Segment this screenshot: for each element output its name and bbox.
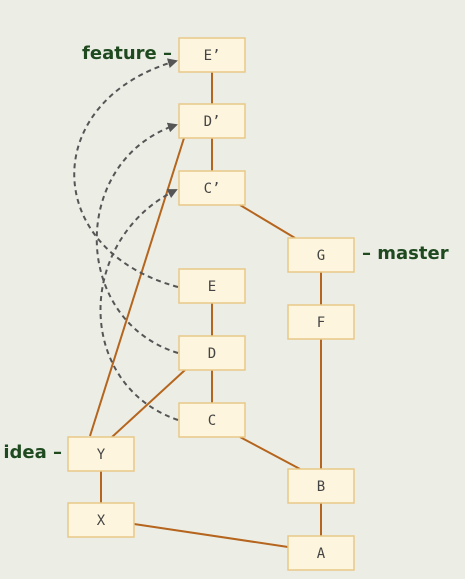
node-d: D [178,335,246,371]
rebase-arrows [73,58,179,421]
node-label-f: F [317,315,325,331]
node-g: G [287,237,355,273]
edge-c-prime-g [239,204,296,239]
node-a: A [287,535,355,571]
node-d-prime: D’ [178,103,246,139]
ref-label-idea: idea – [3,442,62,463]
node-label-c-prime: C’ [204,181,221,197]
ref-label-feature: feature – [82,43,172,64]
node-label-g: G [317,248,325,264]
node-e: E [178,268,246,304]
node-label-a: A [317,546,326,562]
node-c: C [178,402,246,438]
edge-y-d-prime [89,137,185,437]
edge-c-b [239,436,301,470]
ref-label-master: – master [362,243,449,264]
node-label-e-prime: E’ [204,48,221,64]
node-b: B [287,468,355,504]
node-e-prime: E’ [178,37,246,73]
commit-edges [89,72,322,548]
node-label-e: E [208,279,216,295]
node-y: Y [67,436,135,472]
rebase-arrow-d-to-d-prime [95,122,179,354]
node-label-d-prime: D’ [204,114,221,130]
node-label-d: D [208,346,216,362]
node-label-y: Y [97,447,106,463]
node-label-b: B [317,479,325,495]
node-f: F [287,304,355,340]
edge-y-d [111,369,186,438]
edge-x-a [133,523,289,548]
rebase-arrow-c-to-c-prime [99,189,179,421]
rebase-arrow-e-to-e-prime [73,58,179,288]
node-label-x: X [97,513,106,529]
node-label-c: C [208,413,216,429]
node-c-prime: C’ [178,170,246,206]
node-x: X [67,502,135,538]
